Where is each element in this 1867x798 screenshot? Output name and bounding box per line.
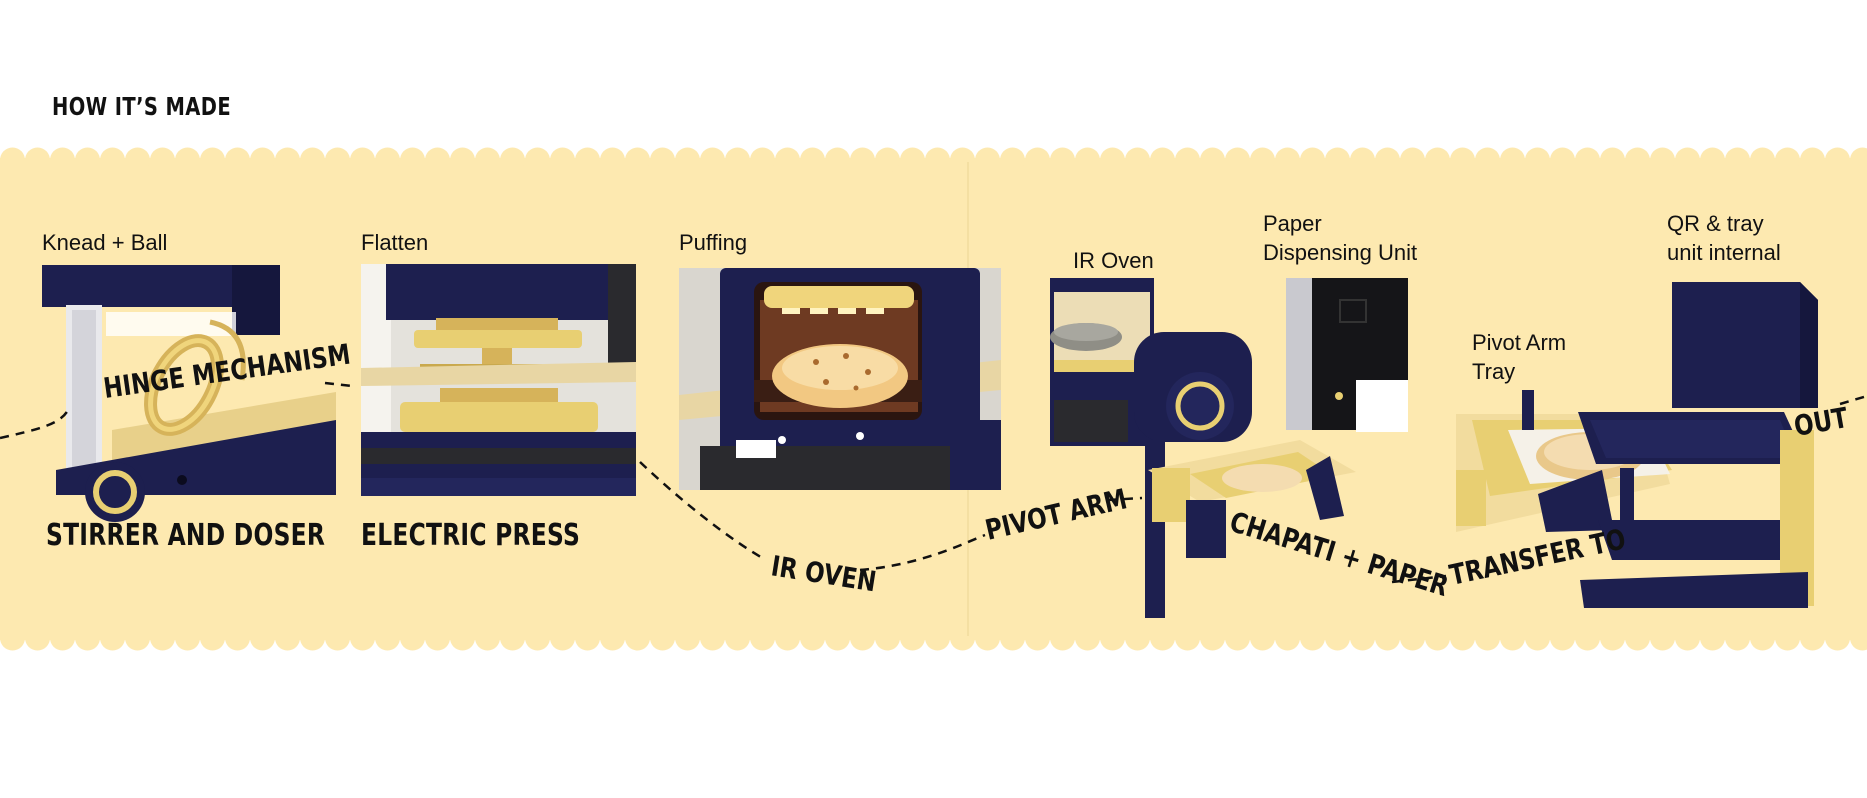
part-label-paper-dispensing-unit: Paper Dispensing Unit xyxy=(1263,211,1418,265)
step-label-knead-ball: Knead + Ball xyxy=(42,230,168,255)
paper-dispensing-unit-illustration xyxy=(1286,278,1408,432)
strip-scallops-bottom xyxy=(0,625,1867,651)
part-label-pivot-arm-tray: Pivot Arm Tray xyxy=(1472,330,1567,384)
ir-oven-machine-illustration xyxy=(1050,278,1252,618)
electric-press-illustration xyxy=(361,264,636,496)
flow-path xyxy=(0,381,1867,584)
step-title-stirrer-doser: STIRRER AND DOSER xyxy=(46,518,326,553)
section-heading: HOW IT’S MADE xyxy=(52,92,232,121)
step-title-electric-press: ELECTRIC PRESS xyxy=(361,518,581,553)
part-label-qr-tray-unit: QR & tray unit internal xyxy=(1667,211,1781,265)
pivot-arm-illustration xyxy=(1148,440,1356,558)
stirrer-doser-illustration xyxy=(42,265,336,522)
step-label-flatten: Flatten xyxy=(361,230,429,255)
qr-tray-unit-illustration xyxy=(1578,282,1818,608)
puffing-oven-illustration xyxy=(679,268,1001,490)
part-label-ir-oven: IR Oven xyxy=(1073,248,1154,273)
step-label-puffing: Puffing xyxy=(679,230,748,255)
strip-scallops-top xyxy=(0,147,1867,173)
